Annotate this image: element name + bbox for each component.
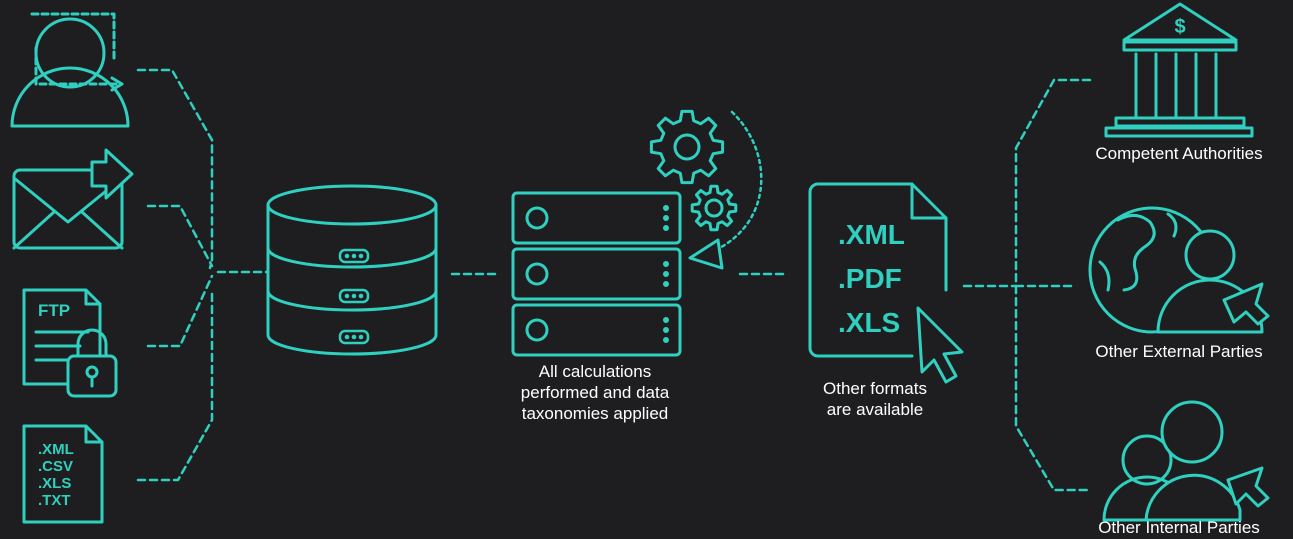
cursor-arrow-icon <box>916 306 964 384</box>
server-caption-line: performed and data <box>520 383 670 402</box>
recipient-connectors <box>962 78 1092 492</box>
people-group-icon <box>1102 400 1270 522</box>
output-format-text: .PDF <box>838 263 902 294</box>
database-icon <box>266 184 438 356</box>
server-caption: All calculations performed and data taxo… <box>490 361 700 424</box>
formats-caption: Other formats are available <box>780 378 970 420</box>
user-screen-icon <box>10 12 130 128</box>
file-format-text: .CSV <box>38 458 73 475</box>
dollar-symbol: $ <box>1174 16 1185 38</box>
output-format-text: .XLS <box>838 307 900 338</box>
ftp-file-lock-icon <box>22 288 118 398</box>
recipient-external-label: Other External Parties <box>1095 342 1263 361</box>
output-format-text: .XML <box>838 219 905 250</box>
output-document-icon <box>808 182 948 358</box>
file-format-text: .XLS <box>38 475 71 492</box>
source-connectors <box>136 68 270 482</box>
refresh-arrow-icon <box>688 110 763 270</box>
formats-caption-line: Other formats <box>823 379 927 398</box>
gear-large-icon <box>649 109 725 185</box>
recipient-internal-label: Other Internal Parties <box>1098 518 1260 537</box>
server-rack-icon <box>511 191 682 357</box>
globe-person-icon <box>1088 206 1270 334</box>
ftp-label: FTP <box>38 301 70 320</box>
file-format-text: .TXT <box>38 492 71 509</box>
formats-caption-line: are available <box>826 400 924 419</box>
server-caption-line: All calculations <box>538 362 652 381</box>
recipient-competent-label: Competent Authorities <box>1095 144 1263 163</box>
email-send-icon <box>12 148 134 250</box>
gear-small-icon <box>690 184 738 232</box>
data-file-icon <box>22 424 104 524</box>
file-format-text: .XML <box>38 441 74 458</box>
bank-icon <box>1104 2 1254 138</box>
server-caption-line: taxonomies applied <box>521 404 669 423</box>
